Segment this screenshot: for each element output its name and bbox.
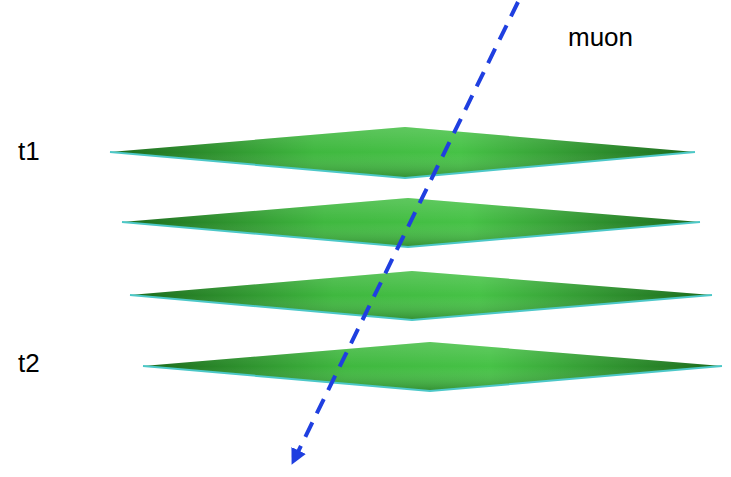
particle-label: muon xyxy=(568,24,633,50)
plate xyxy=(110,127,695,178)
time-label: t2 xyxy=(18,350,40,376)
time-label: t1 xyxy=(18,138,40,164)
muon-track xyxy=(293,2,518,462)
plate xyxy=(143,342,722,391)
scintillator-plates xyxy=(110,127,722,391)
plate xyxy=(130,271,712,320)
